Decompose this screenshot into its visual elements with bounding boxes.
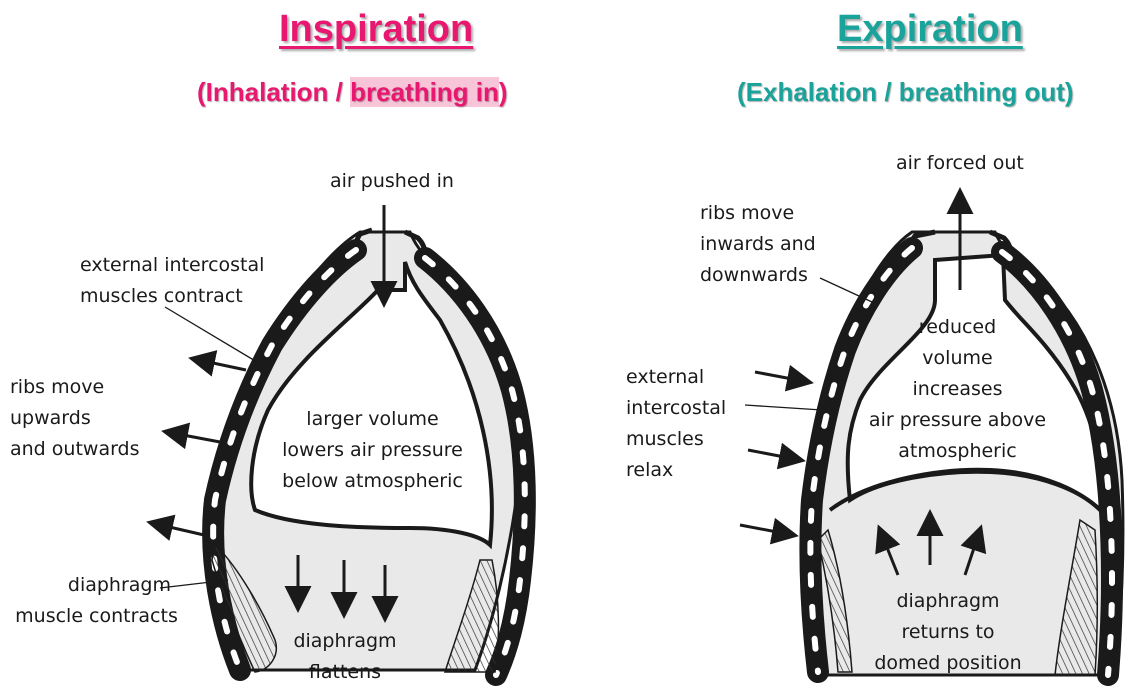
- expiration-external-line2: intercostal: [626, 393, 726, 424]
- expiration-external-line3: muscles: [626, 424, 726, 455]
- inspiration-rib-arrow-1: [194, 359, 246, 370]
- inspiration-diaphragm-line2: muscle contracts: [14, 601, 179, 632]
- expiration-volume-line2: volume: [860, 343, 1055, 374]
- expiration-volume-line4: air pressure above: [860, 405, 1055, 436]
- inspiration-volume-line3: below atmospheric: [270, 466, 475, 497]
- expiration-external-label: external intercostal muscles relax: [626, 362, 726, 486]
- inspiration-external-line2: muscles contract: [80, 281, 264, 312]
- inspiration-volume-label: larger volume lowers air pressure below …: [270, 404, 475, 497]
- expiration-diaphragm-line1: diaphragm: [858, 586, 1038, 617]
- inspiration-external-label: external intercostal muscles contract: [80, 250, 264, 312]
- expiration-volume-line5: atmospheric: [860, 436, 1055, 467]
- inspiration-external-line1: external intercostal: [80, 250, 264, 281]
- inspiration-diaphragm-line1: diaphragm: [14, 570, 179, 601]
- expiration-rib-arrow-3: [740, 525, 793, 535]
- inspiration-air-text: air pushed in: [330, 166, 454, 197]
- expiration-ribs-label: ribs move inwards and downwards: [700, 198, 816, 291]
- expiration-rib-arrow-2: [748, 450, 800, 460]
- inspiration-ribs-line3: and outwards: [10, 434, 140, 465]
- inspiration-ribs-label: ribs move upwards and outwards: [10, 372, 140, 465]
- inspiration-air-label: air pushed in: [330, 166, 454, 197]
- inspiration-volume-line1: larger volume: [270, 404, 475, 435]
- expiration-rib-arrow-1: [755, 372, 808, 382]
- expiration-ribs-line2: inwards and: [700, 229, 816, 260]
- expiration-volume-line3: increases: [860, 374, 1055, 405]
- expiration-volume-label: reduced volume increases air pressure ab…: [860, 312, 1055, 467]
- inspiration-flattens-line1: diaphragm: [280, 626, 410, 657]
- inspiration-flattens-line2: flattens: [280, 657, 410, 688]
- inspiration-diaphragm-label: diaphragm muscle contracts: [14, 570, 179, 632]
- inspiration-ribs-line2: upwards: [10, 403, 140, 434]
- expiration-volume-line1: reduced: [860, 312, 1055, 343]
- inspiration-rib-arrow-2: [167, 432, 220, 442]
- inspiration-rib-arrow-3: [152, 523, 204, 535]
- inspiration-external-leader: [165, 307, 262, 365]
- inspiration-ribs-line1: ribs move: [10, 372, 140, 403]
- inspiration-volume-line2: lowers air pressure: [270, 435, 475, 466]
- expiration-ribs-line1: ribs move: [700, 198, 816, 229]
- expiration-diaphragm-line2: returns to: [858, 617, 1038, 648]
- expiration-external-leader: [745, 405, 822, 410]
- expiration-air-label: air forced out: [896, 148, 1024, 179]
- expiration-external-line1: external: [626, 362, 726, 393]
- expiration-air-text: air forced out: [896, 148, 1024, 179]
- expiration-ribs-line3: downwards: [700, 260, 816, 291]
- expiration-diaphragm-label: diaphragm returns to domed position: [858, 586, 1038, 679]
- expiration-diaphragm-line3: domed position: [858, 648, 1038, 679]
- expiration-external-line4: relax: [626, 455, 726, 486]
- inspiration-flattens-label: diaphragm flattens: [280, 626, 410, 688]
